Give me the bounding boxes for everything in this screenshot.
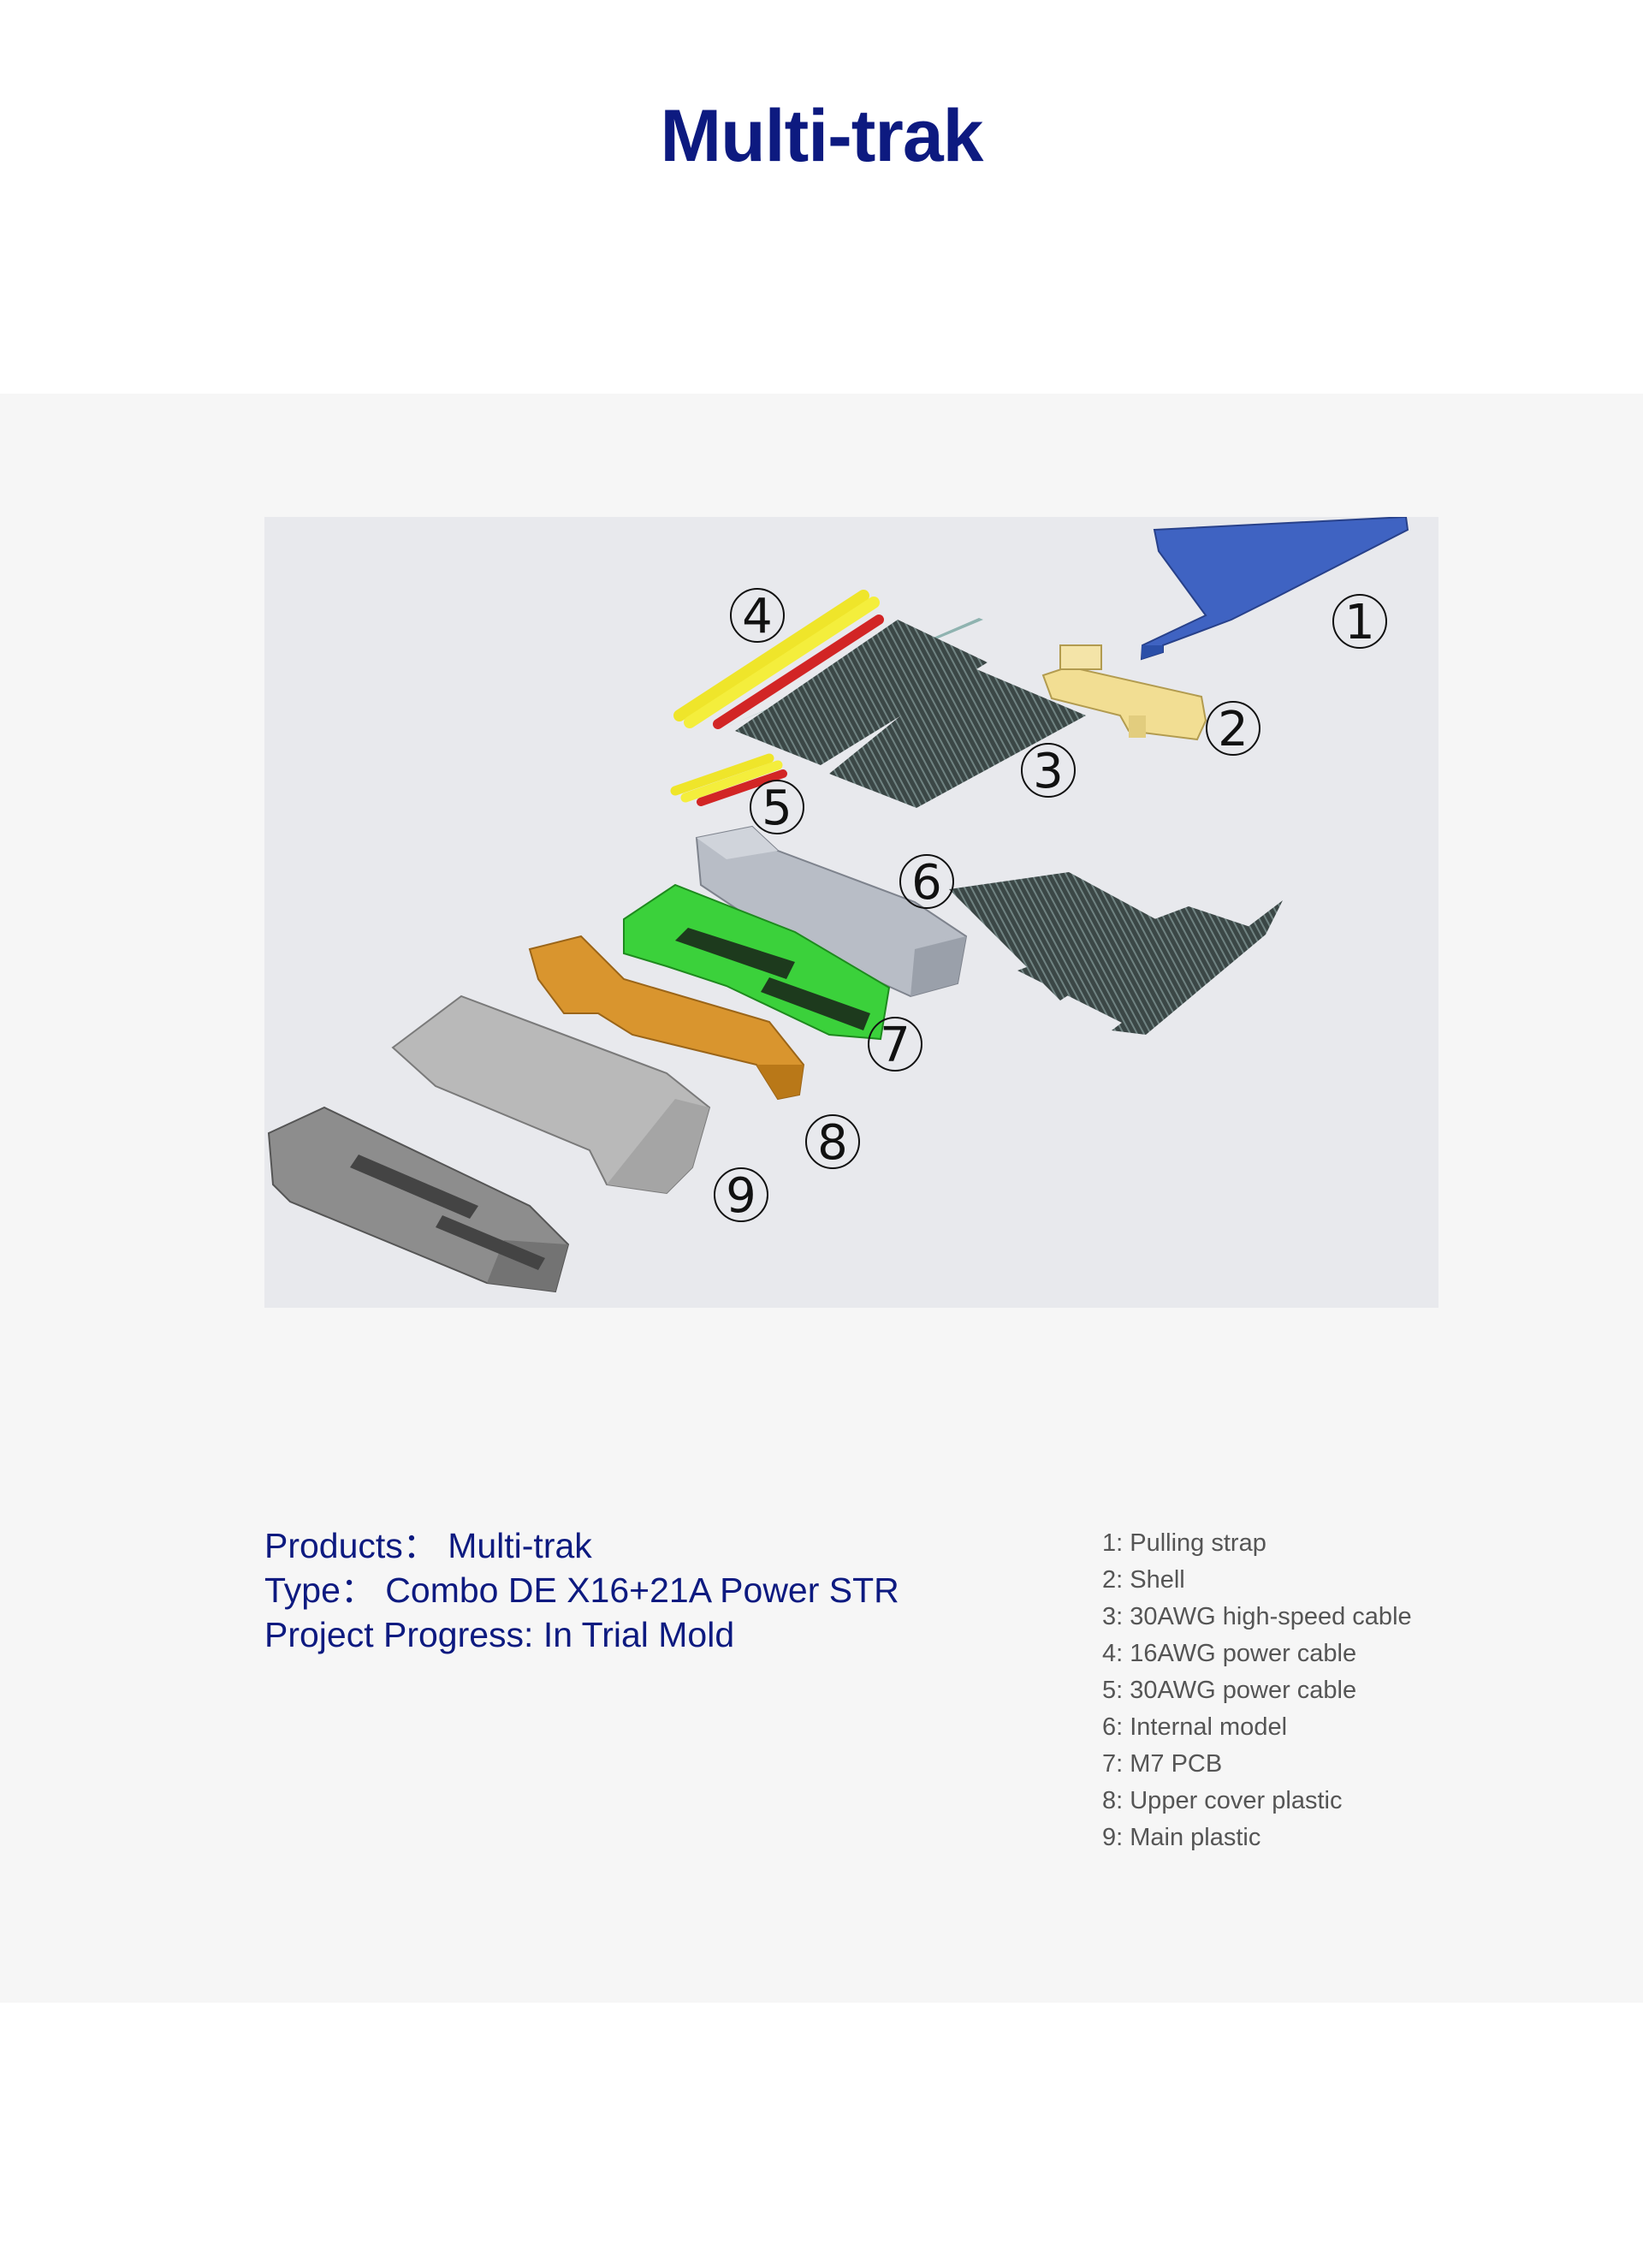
callout-8: 8 [805,1114,860,1171]
callout-1: 1 [1332,594,1387,650]
exploded-view-drawing: 1 2 3 4 5 6 7 8 [267,517,1409,1293]
type-row: Type： Combo DE X16+21A Power STR [264,1568,1035,1612]
legend-item: 1: Pulling strap [1102,1529,1266,1557]
callout-5: 5 [750,780,804,836]
legend-item: 9: Main plastic [1102,1824,1261,1851]
callout-6: 6 [899,854,954,911]
products-label: Products： [264,1526,438,1565]
part-shell [1041,644,1207,741]
part-upper-cover-plastic [528,935,805,1101]
part-30awg-high-speed-cable [727,618,1283,1035]
part-internal-model [695,825,968,998]
legend-item: 7: M7 PCB [1102,1750,1223,1778]
callout-3: 3 [1021,743,1076,799]
callout-6-label: 6 [911,855,942,911]
legend-item: 4: 16AWG power cable [1102,1640,1357,1667]
callout-1-label: 1 [1344,595,1375,650]
callout-2: 2 [1206,701,1260,757]
type-value: Combo DE X16+21A Power STR [385,1570,899,1610]
exploded-view-figure: 1 2 3 4 5 6 7 8 [264,517,1438,1308]
part-pulling-strap [1140,517,1409,661]
page-title: Multi-trak [660,95,984,177]
product-info: Products： Multi-trak Type： Combo DE X16+… [264,1523,1035,1657]
callout-8-label: 8 [817,1115,848,1171]
part-m7-pcb [623,883,891,1041]
type-label: Type： [264,1570,376,1610]
callout-7-label: 7 [880,1018,910,1073]
parts-legend: 1: Pulling strap 2: Shell 3: 30AWG high-… [1102,1525,1462,1856]
legend-item: 8: Upper cover plastic [1102,1787,1343,1814]
part-30awg-power-cable [670,753,787,806]
part-16awg-power-cable [673,590,884,729]
legend-item: 5: 30AWG power cable [1102,1677,1357,1704]
callout-4-label: 4 [742,589,773,644]
part-main-plastic [391,994,711,1195]
callout-9: 9 [714,1167,768,1224]
progress-row: Project Progress: In Trial Mold [264,1615,735,1654]
callout-2-label: 2 [1218,702,1249,757]
legend-item: 6: Internal model [1102,1713,1288,1741]
legend-item: 3: 30AWG high-speed cable [1102,1603,1412,1630]
products-value: Multi-trak [448,1526,592,1565]
legend-item: 2: Shell [1102,1566,1185,1594]
callout-9-label: 9 [726,1168,756,1224]
products-row: Products： Multi-trak [264,1523,1035,1568]
callout-4: 4 [730,588,785,644]
callout-5-label: 5 [762,781,792,836]
callout-3-label: 3 [1033,744,1064,799]
part-connector-housing [267,1106,570,1293]
callout-7: 7 [868,1017,922,1073]
